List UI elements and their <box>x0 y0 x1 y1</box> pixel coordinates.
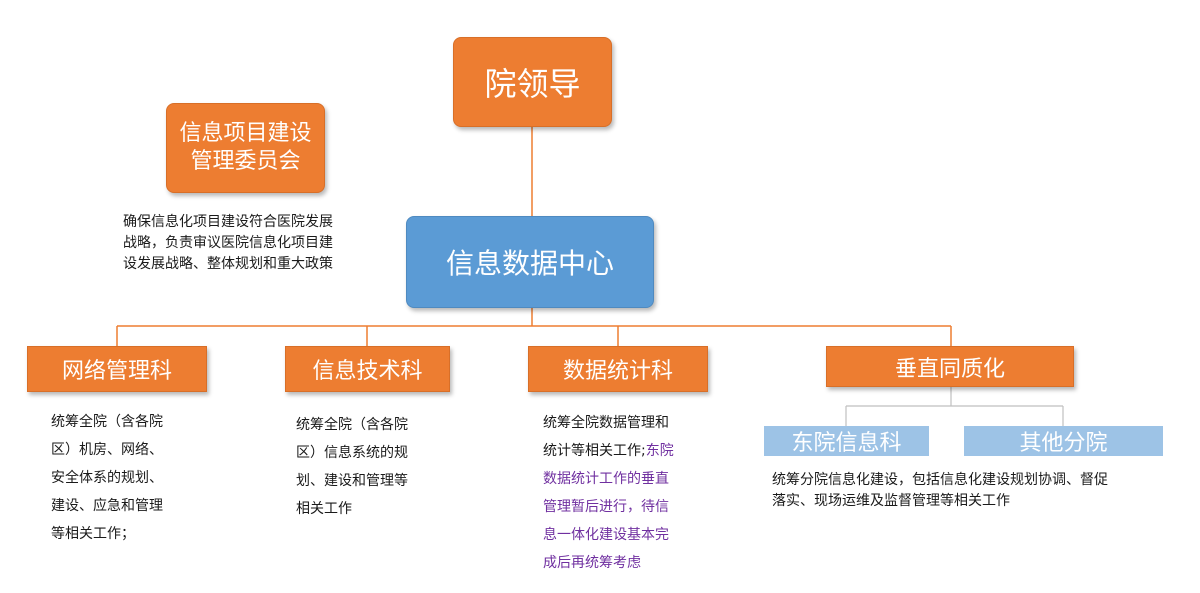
datastat-desc-line: 成后再统筹考虑 <box>543 555 641 571</box>
node-vertical: 垂直同质化 <box>826 346 1074 387</box>
node-east: 东院信息科 <box>764 426 929 456</box>
infotech-description: 统筹全院（含各院 区）信息系统的规 划、建设和管理等 相关工作 <box>296 411 446 523</box>
node-leadership: 院领导 <box>453 37 612 127</box>
datastat-desc-line-mixed: 统计等相关工作;东院 <box>543 437 703 465</box>
node-other: 其他分院 <box>964 426 1163 456</box>
datastat-desc-purple: 东院 <box>645 443 674 459</box>
committee-desc-line: 确保信息化项目建设符合医院发展 <box>123 214 333 230</box>
datastat-desc-line: 数据统计工作的垂直 <box>543 471 669 487</box>
node-leadership-label: 院领导 <box>484 65 581 103</box>
vertical-desc-line: 统筹分院信息化建设，包括信息化建设规划协调、督促 <box>772 472 1108 488</box>
node-network-label: 网络管理科 <box>61 359 172 384</box>
network-desc-line: 安全体系的规划、 <box>51 470 163 486</box>
infotech-desc-line: 划、建设和管理等 <box>296 473 408 489</box>
node-network: 网络管理科 <box>27 346 207 392</box>
node-committee-label-line2: 管理委员会 <box>190 149 301 174</box>
committee-description: 确保信息化项目建设符合医院发展 战略，负责审议医院信息化项目建 设发展战略、整体… <box>123 212 368 275</box>
node-east-label: 东院信息科 <box>791 431 902 456</box>
datastat-desc-line: 息一体化建设基本完 <box>543 527 669 543</box>
node-infotech-label: 信息技术科 <box>312 359 423 384</box>
vertical-desc-line: 落实、现场运维及监督管理等相关工作 <box>772 493 1010 509</box>
infotech-desc-line: 统筹全院（含各院 <box>296 417 408 433</box>
datastat-desc-line: 管理暂后进行，待信 <box>543 499 669 515</box>
network-description: 统筹全院（含各院 区）机房、网络、 安全体系的规划、 建设、应急和管理 等相关工… <box>51 408 201 548</box>
node-other-label: 其他分院 <box>1019 431 1108 456</box>
vertical-description: 统筹分院信息化建设，包括信息化建设规划协调、督促 落实、现场运维及监督管理等相关… <box>772 470 1172 512</box>
network-desc-line: 等相关工作； <box>51 526 135 542</box>
committee-desc-line: 战略，负责审议医院信息化项目建 <box>123 235 333 251</box>
node-committee-label-line1: 信息项目建设 <box>179 121 312 146</box>
node-vertical-label: 垂直同质化 <box>894 356 1005 382</box>
node-committee: 信息项目建设 管理委员会 <box>166 103 325 193</box>
infotech-desc-line: 区）信息系统的规 <box>296 445 408 461</box>
node-datastat: 数据统计科 <box>528 346 708 392</box>
node-center: 信息数据中心 <box>406 216 654 308</box>
node-datastat-label: 数据统计科 <box>562 359 673 384</box>
node-center-label: 信息数据中心 <box>445 247 614 280</box>
datastat-desc-black: 统计等相关工作; <box>543 443 646 459</box>
network-desc-line: 区）机房、网络、 <box>51 442 163 458</box>
infotech-desc-line: 相关工作 <box>296 501 352 517</box>
network-desc-line: 建设、应急和管理 <box>51 498 163 514</box>
node-infotech: 信息技术科 <box>285 346 450 392</box>
network-desc-line: 统筹全院（含各院 <box>51 414 163 430</box>
datastat-description: 统筹全院数据管理和 统计等相关工作;东院 数据统计工作的垂直 管理暂后进行，待信… <box>543 409 703 577</box>
committee-desc-line: 设发展战略、整体规划和重大政策 <box>123 256 333 272</box>
datastat-desc-line: 统筹全院数据管理和 <box>543 415 669 431</box>
